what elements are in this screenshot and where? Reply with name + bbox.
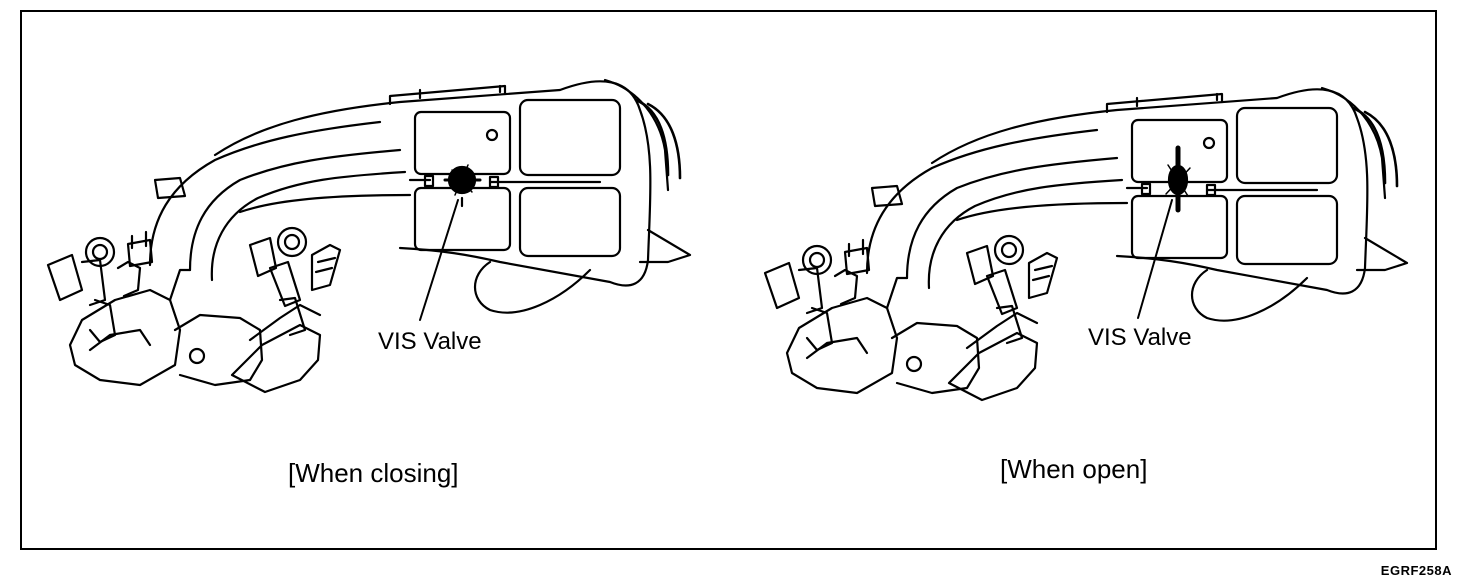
- left-manifold-drawing: [46, 78, 692, 394]
- right-vis-valve-label: VIS Valve: [1088, 324, 1192, 351]
- right-caption: [When open]: [1000, 454, 1148, 484]
- right-manifold-drawing: [763, 86, 1409, 402]
- figure-frame: [20, 10, 1437, 550]
- right-vis-valve-open: [1165, 145, 1191, 213]
- left-valve-leader-line: [419, 199, 459, 321]
- left-vis-valve-closed: [443, 164, 482, 208]
- left-caption: [When closing]: [288, 458, 459, 488]
- left-vis-valve-label: VIS Valve: [378, 328, 482, 355]
- figure-code: EGRF258A: [1380, 563, 1452, 578]
- right-valve-leader-line: [1137, 199, 1173, 319]
